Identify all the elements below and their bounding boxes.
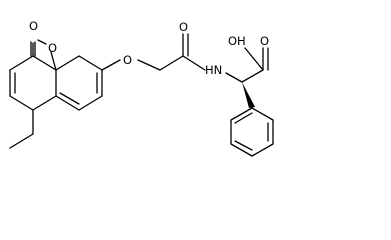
bond bbox=[244, 47, 264, 71]
molecule-structure: O O O O HN O OH bbox=[9, 19, 274, 157]
bond bbox=[234, 112, 253, 124]
lactone-carbonyl-o-label: O bbox=[29, 19, 38, 33]
bond bbox=[251, 143, 274, 157]
bond bbox=[182, 55, 206, 71]
bond bbox=[101, 59, 121, 71]
bond bbox=[55, 55, 80, 71]
ring-o-label: O bbox=[48, 41, 57, 55]
bond bbox=[78, 95, 103, 111]
bond bbox=[9, 133, 34, 149]
structure-canvas: O O O O HN O OH bbox=[9, 19, 274, 157]
stereo-wedge bbox=[242, 82, 255, 108]
bond bbox=[230, 107, 253, 121]
bond bbox=[32, 95, 57, 111]
bond bbox=[55, 95, 80, 111]
bond bbox=[37, 39, 47, 45]
acid-carbonyl-o-label: O bbox=[260, 34, 269, 48]
bond bbox=[225, 72, 243, 83]
hydroxyl-label: OH bbox=[228, 34, 246, 48]
amide-o-label: O bbox=[179, 20, 188, 34]
bond bbox=[234, 140, 253, 151]
bond bbox=[59, 92, 80, 105]
bond bbox=[137, 59, 161, 71]
bond bbox=[230, 143, 253, 157]
bond bbox=[251, 107, 274, 121]
bond bbox=[9, 55, 34, 71]
nh-label: HN bbox=[205, 63, 222, 77]
bond bbox=[32, 55, 57, 71]
bond bbox=[78, 55, 103, 71]
ether-o-label: O bbox=[123, 53, 132, 67]
bond bbox=[159, 55, 184, 71]
bond bbox=[9, 95, 34, 111]
bond bbox=[241, 69, 264, 83]
bond bbox=[50, 51, 57, 71]
